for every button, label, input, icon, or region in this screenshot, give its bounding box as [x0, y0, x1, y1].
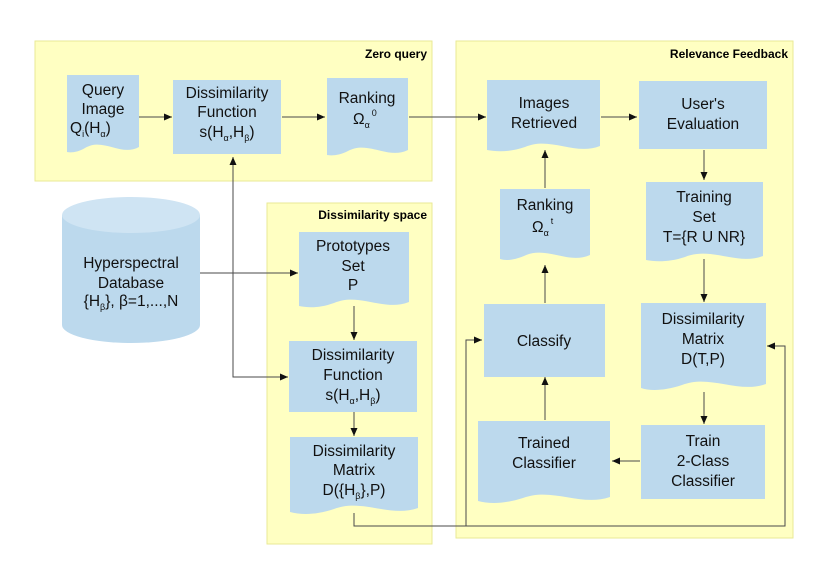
images-retrieved-line2: Retrieved [511, 115, 577, 132]
dfunc-top-line2: Function [197, 104, 256, 121]
node-ranking-t: Ranking Ωαt [500, 189, 590, 260]
dfunc-ds-line2: Function [323, 367, 382, 384]
edge-loop-to-classify [465, 336, 482, 526]
node-users-evaluation: User's Evaluation [639, 81, 767, 149]
node-ranking-zero: Ranking Ωα0 [327, 78, 408, 156]
dfunc-top-formula: s(Hα,Hβ) [199, 124, 254, 143]
query-image-line1: Query [82, 82, 124, 99]
dfunc-ds-line1: Dissimilarity [312, 347, 395, 364]
dmatrix-tp-line3: D(T,P) [681, 351, 725, 368]
users-eval-line2: Evaluation [667, 116, 739, 133]
node-dissimilarity-function-top: Dissimilarity Function s(Hα,Hβ) [173, 80, 281, 154]
dfunc-ds-formula: s(Hα,Hβ) [325, 387, 380, 406]
users-eval-line1: User's [681, 96, 725, 113]
dmatrix-tp-line2: Matrix [682, 331, 724, 348]
train-2class-line3: Classifier [671, 473, 735, 490]
trained-classifier-line2: Classifier [512, 455, 576, 472]
node-dissimilarity-matrix-ds: Dissimilarity Matrix D({Hβ},P) [290, 437, 418, 514]
zero-query-title: Zero query [365, 47, 427, 61]
edges [139, 113, 786, 527]
ranking-zero-omega: Ωα0 [353, 108, 377, 130]
prototypes-line3: P [348, 277, 358, 294]
prototypes-line2: Set [341, 258, 365, 275]
edge-db-to-dfunc-left [232, 273, 288, 381]
node-query-image: Query Image Qi(Hα) [67, 75, 139, 153]
prototypes-line1: Prototypes [316, 238, 390, 255]
training-set-line1: Training [676, 189, 731, 206]
train-2class-line2: 2-Class [677, 453, 730, 470]
dfunc-top-line1: Dissimilarity [186, 85, 269, 102]
training-set-line2: Set [692, 209, 716, 226]
ranking-zero-label: Ranking [339, 90, 396, 107]
node-trained-classifier: Trained Classifier [478, 421, 610, 503]
train-2class-line1: Train [686, 433, 721, 450]
ranking-t-omega: Ωαt [532, 216, 554, 238]
db-formula: {Hβ}, β=1,...,N [84, 293, 179, 312]
images-retrieved-line1: Images [519, 95, 570, 112]
node-prototypes-set: Prototypes Set P [299, 232, 409, 308]
query-image-line2: Image [81, 101, 124, 118]
node-classify: Classify [484, 304, 605, 377]
ranking-t-label: Ranking [517, 197, 574, 214]
node-hyperspectral-database: Hyperspectral Database {Hβ}, β=1,...,N [62, 197, 200, 343]
node-dissimilarity-matrix-tp: Dissimilarity Matrix D(T,P) [641, 303, 766, 390]
query-image-formula: Qi(Hα) [70, 120, 111, 139]
node-dissimilarity-function-ds: Dissimilarity Function s(Hα,Hβ) [289, 341, 417, 412]
db-line1: Hyperspectral [83, 255, 179, 272]
node-train-2class: Train 2-Class Classifier [641, 425, 765, 499]
dmatrix-ds-line1: Dissimilarity [313, 443, 396, 460]
dmatrix-tp-line1: Dissimilarity [662, 311, 745, 328]
trained-classifier-line1: Trained [518, 435, 570, 452]
db-line2: Database [98, 275, 164, 292]
edge-dmatrix-loop [353, 342, 786, 527]
classify-label: Classify [517, 333, 572, 350]
node-images-retrieved: Images Retrieved [487, 80, 600, 152]
node-training-set: Training Set T={R U NR} [646, 182, 763, 262]
dmatrix-ds-line2: Matrix [333, 462, 375, 479]
dmatrix-ds-formula: D({Hβ},P) [323, 482, 386, 501]
dissimilarity-space-title: Dissimilarity space [318, 208, 427, 222]
relevance-feedback-title: Relevance Feedback [670, 47, 788, 61]
training-set-line3: T={R U NR} [663, 229, 745, 246]
